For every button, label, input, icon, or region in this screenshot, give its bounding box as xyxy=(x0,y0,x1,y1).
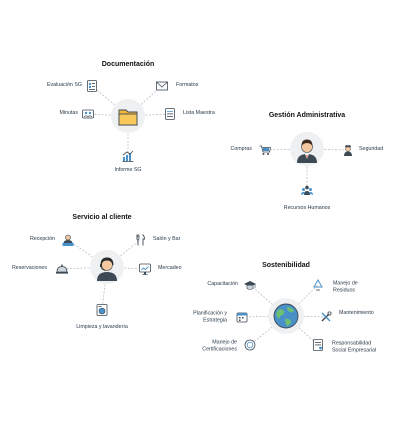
formatos-icon xyxy=(155,79,169,93)
folder-icon xyxy=(118,109,138,126)
marketing-icon xyxy=(138,262,152,276)
servicio-title: Servicio al cliente xyxy=(72,214,132,221)
certificaciones-line1: Manejo de xyxy=(212,339,237,346)
globe-icon xyxy=(273,303,299,329)
capacitacion-label: Capacitación xyxy=(207,280,238,287)
graduation-cap-icon xyxy=(243,278,257,292)
tools-icon xyxy=(319,310,333,324)
receptionist-icon xyxy=(97,257,117,281)
planificacion-label: Planificación y Estrategia xyxy=(193,311,227,324)
seguridad-label: Seguridad xyxy=(359,145,384,152)
minutas-icon xyxy=(81,107,95,121)
documentacion-title: Documentación xyxy=(101,61,155,68)
recepcion-label: Recepción xyxy=(29,235,55,242)
evaluacion-icon xyxy=(85,79,99,93)
mercadeo-label: Mercadeo xyxy=(158,264,182,271)
gestion-hub xyxy=(290,132,324,166)
compras-label: Compras xyxy=(230,145,253,152)
mantenimiento-label: Mantenimiento xyxy=(339,309,374,316)
documentacion-hub xyxy=(111,99,145,133)
salon-label: Salón y Bar xyxy=(153,235,181,242)
recycle-icon xyxy=(311,278,325,292)
evaluacion-label: Evaluación SG xyxy=(46,81,82,88)
reservaciones-label: Reservaciones xyxy=(11,264,47,271)
security-guard-icon xyxy=(341,143,355,157)
rse-line2: Social Empresarial xyxy=(332,347,377,353)
lista-maestra-label: Lista Maestra xyxy=(183,109,215,116)
lista-maestra-icon xyxy=(163,107,177,121)
csr-document-icon xyxy=(311,338,325,352)
minutas-label: Minutas xyxy=(59,109,78,116)
gestion-title: Gestión Administrativa xyxy=(268,112,346,119)
servicio-hub xyxy=(90,250,124,284)
rse-line1: Responsabilidad xyxy=(332,340,372,347)
manejo-residuos-label: Manejo de Residuos xyxy=(333,281,358,294)
laundry-icon xyxy=(95,303,109,317)
certificaciones-label: Manejo de Certificaciones xyxy=(202,340,237,353)
limpieza-label: Limpieza y lavandería xyxy=(76,324,128,330)
sostenibilidad-hub xyxy=(268,298,304,334)
certificate-badge-icon xyxy=(243,338,257,352)
rse-label: Responsabilidad Social Empresarial xyxy=(332,341,376,354)
businessman-icon xyxy=(297,139,317,163)
rrhh-label: Recursos Humanos xyxy=(283,205,331,211)
formatos-label: Formatos xyxy=(176,81,199,88)
calendar-icon xyxy=(235,310,249,324)
team-icon xyxy=(300,183,314,197)
manejo-residuos-line2: Residuos xyxy=(333,287,356,293)
manejo-residuos-line1: Manejo de xyxy=(333,280,358,287)
cart-icon xyxy=(258,143,272,157)
service-bell-icon xyxy=(55,262,69,276)
certificaciones-line2: Certificaciones xyxy=(202,346,237,352)
reception-icon xyxy=(61,233,75,247)
planificacion-line2: Estrategia xyxy=(203,317,227,323)
sostenibilidad-title: Sostenibilidad xyxy=(262,262,310,269)
planificacion-line1: Planificación y xyxy=(193,310,227,317)
informe-label: Informe SG xyxy=(114,167,142,173)
cutlery-icon xyxy=(133,233,147,247)
informe-icon xyxy=(121,149,135,163)
